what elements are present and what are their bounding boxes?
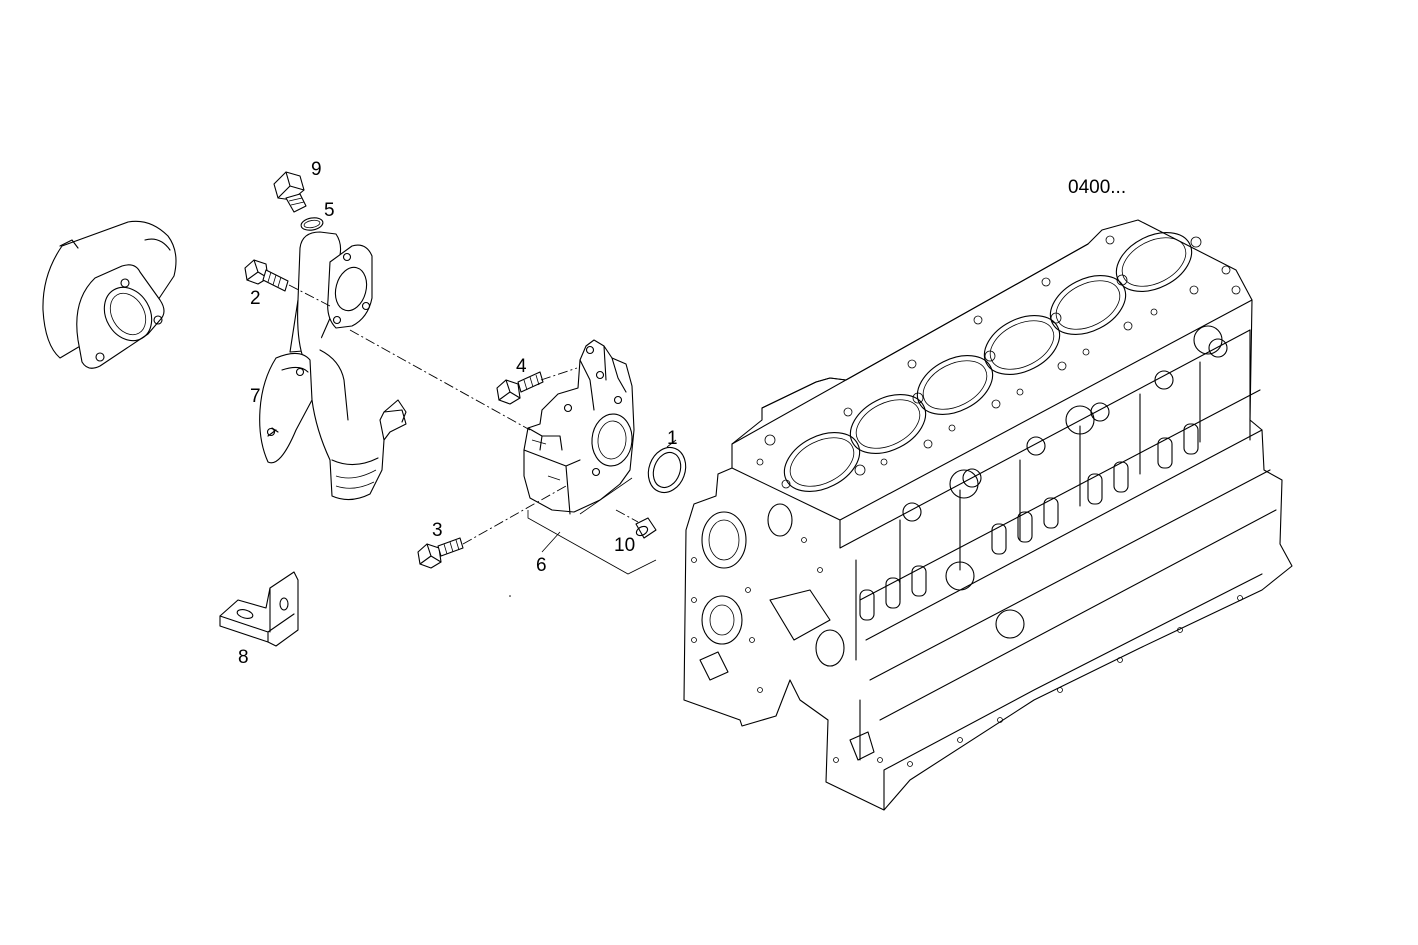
part-2-bolt	[244, 259, 289, 292]
part-7-water-pipe	[259, 231, 407, 501]
label-4: 4	[516, 356, 527, 377]
diagram-reference-code: 0400...	[1068, 177, 1126, 198]
label-8: 8	[238, 647, 249, 668]
part-9-plug	[273, 171, 307, 213]
label-3: 3	[432, 520, 443, 541]
label-10: 10	[614, 535, 635, 556]
part-5-o-ring	[300, 217, 324, 231]
engine-block	[683, 219, 1293, 811]
part-6-pump-housing	[523, 339, 657, 575]
label-6: 6	[536, 555, 547, 576]
part-3-bolt	[417, 537, 464, 569]
label-9: 9	[311, 159, 322, 180]
thermostat-housing	[42, 220, 177, 369]
label-7: 7	[250, 386, 261, 407]
stray-dot	[509, 595, 511, 597]
part-4-bolt	[496, 371, 544, 405]
part-10-dowel	[635, 517, 657, 539]
label-2: 2	[250, 288, 261, 309]
part-8-bracket	[219, 571, 299, 647]
part-1-seal-ring	[647, 439, 687, 494]
label-1: 1	[667, 428, 678, 449]
label-5: 5	[324, 200, 335, 221]
assembly-center-lines	[288, 284, 639, 545]
